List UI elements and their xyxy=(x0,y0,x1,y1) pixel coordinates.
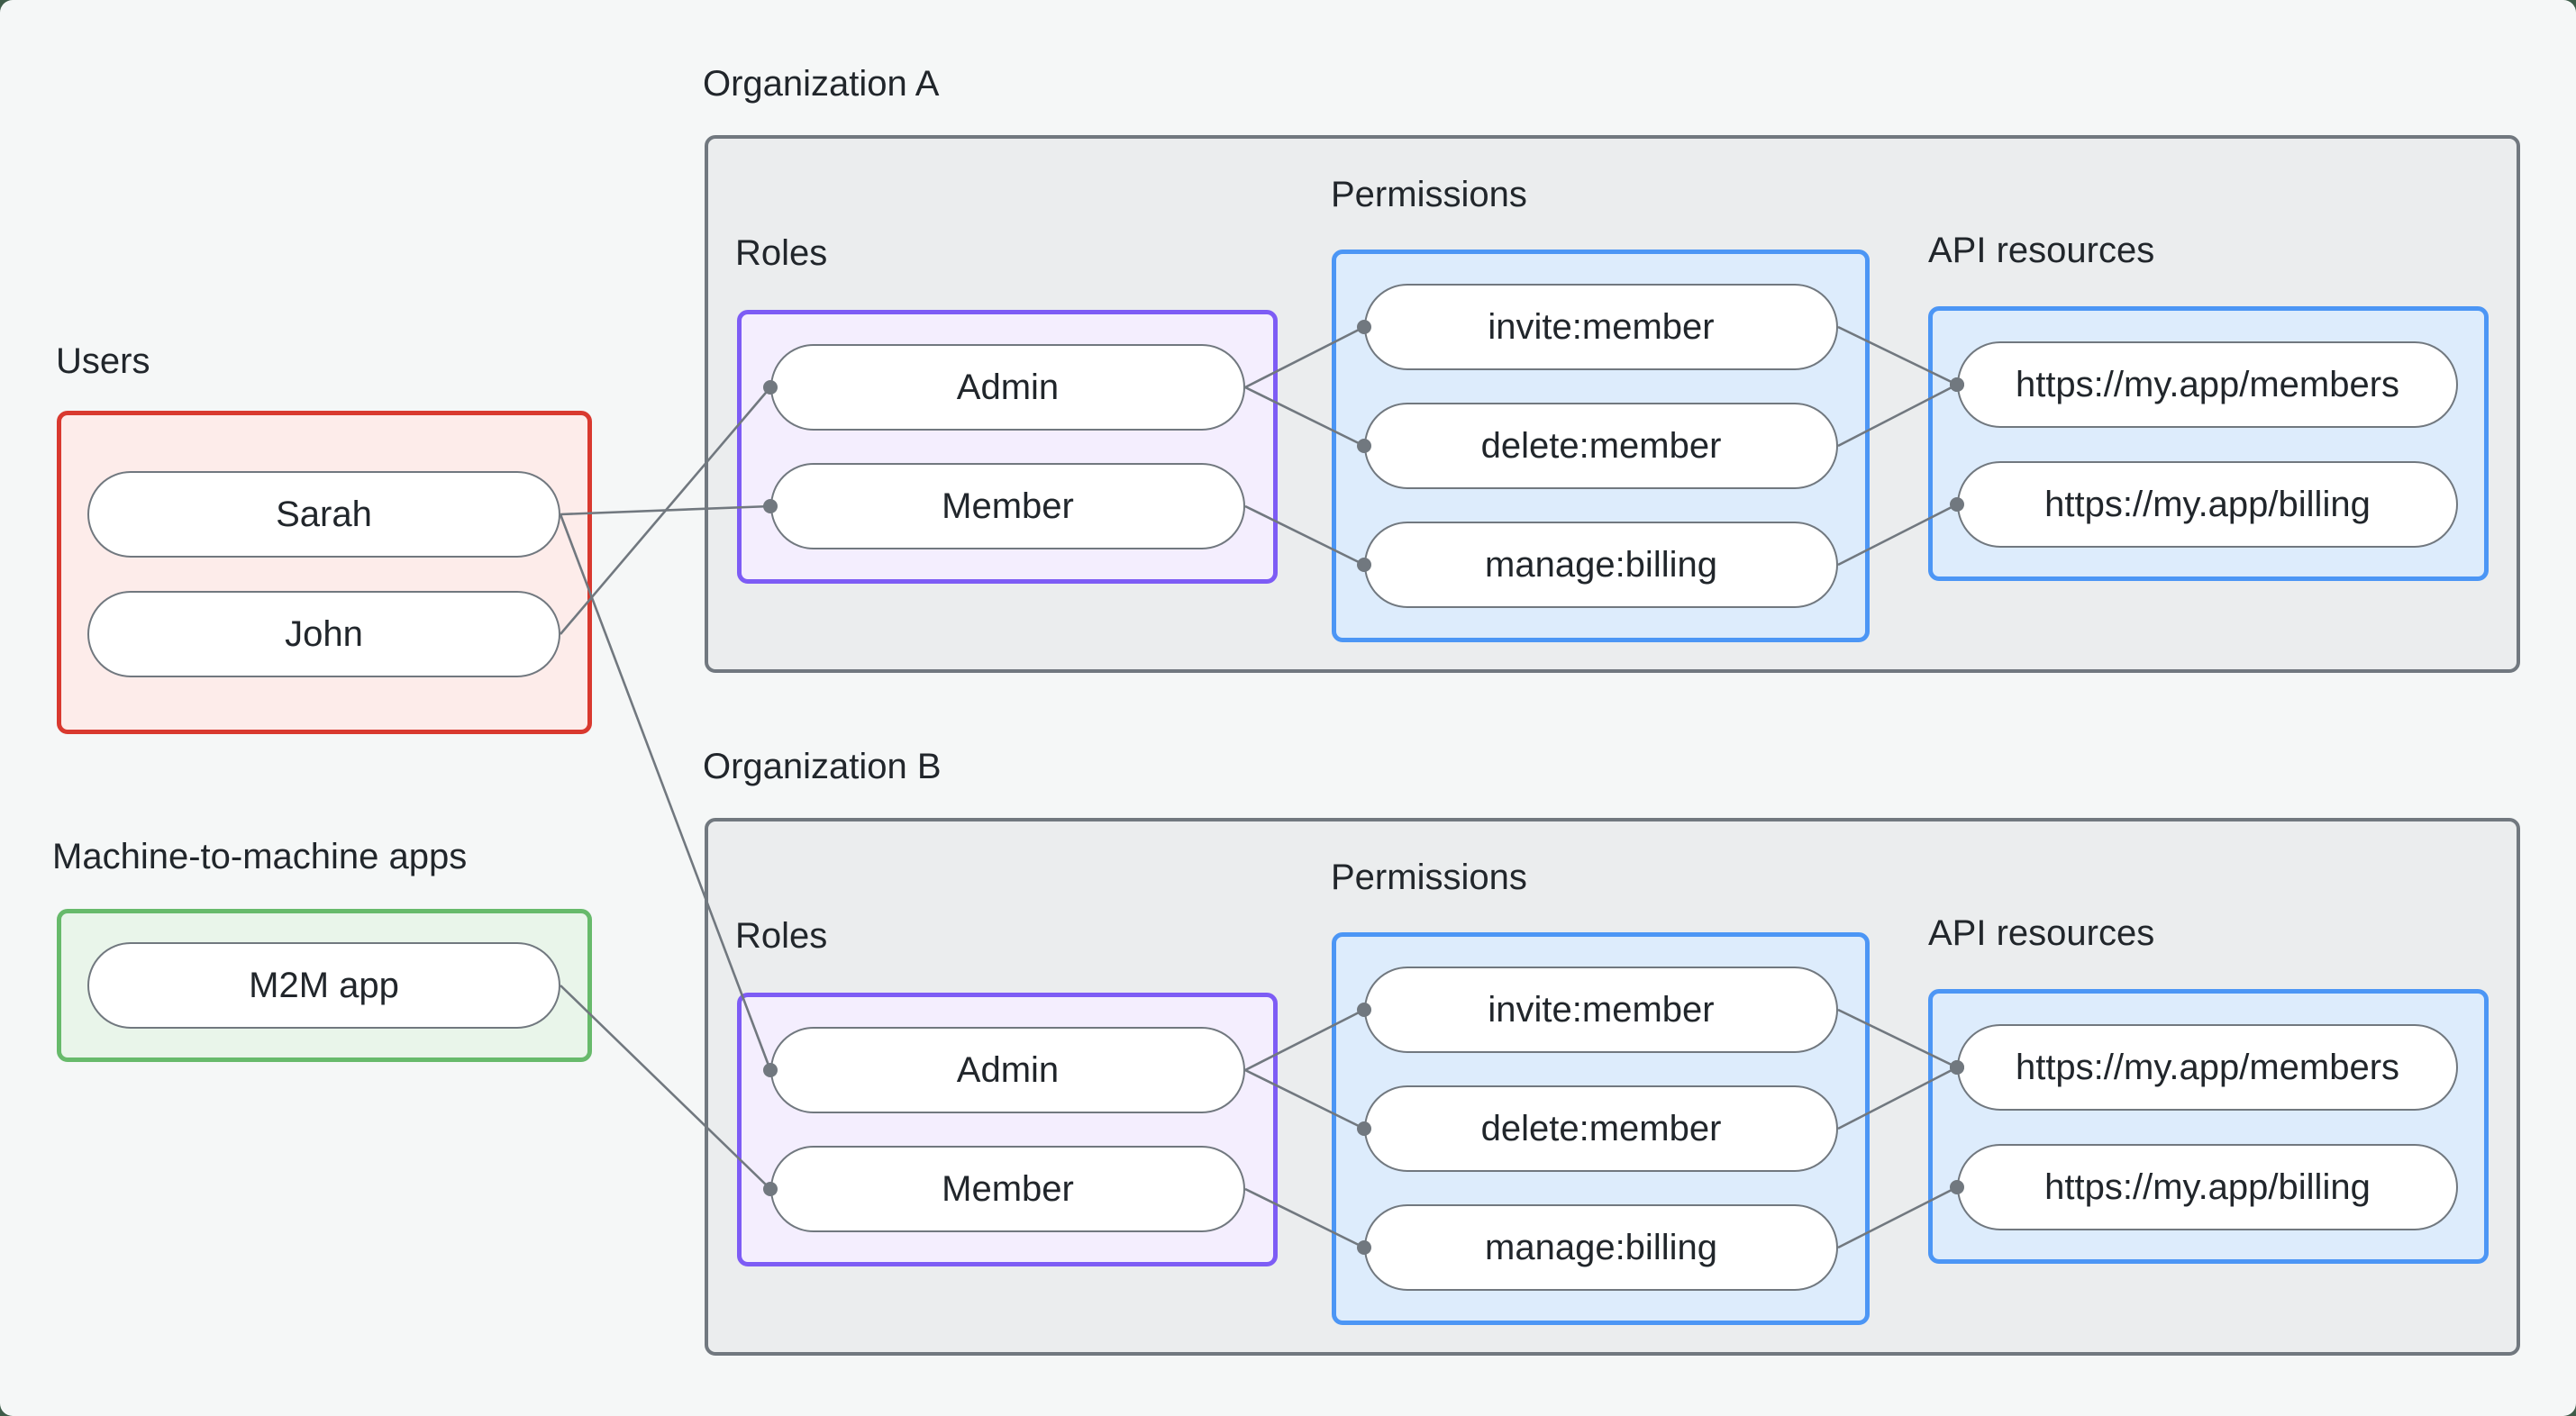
org-b-roles-label: Roles xyxy=(735,916,828,956)
org-b-members-api-label: https://my.app/members xyxy=(2015,1047,2400,1087)
org-b-title: Organization B xyxy=(703,747,942,786)
org-a-manage-permission-node: manage:billing xyxy=(1364,522,1838,608)
org-a-delete-permission-label: delete:member xyxy=(1480,425,1722,466)
m2m-group-label: Machine-to-machine apps xyxy=(52,837,468,876)
org-b-member-node: Member xyxy=(770,1146,1245,1232)
org-b-delete-permission-label: delete:member xyxy=(1480,1108,1722,1148)
org-b-members-api-node: https://my.app/members xyxy=(1957,1024,2458,1111)
org-b-manage-permission-label: manage:billing xyxy=(1485,1227,1717,1267)
org-a-billing-api-node: https://my.app/billing xyxy=(1957,461,2458,548)
org-a-billing-api-label: https://my.app/billing xyxy=(2044,484,2371,524)
user-sarah-node: Sarah xyxy=(87,471,560,558)
user-john-node: John xyxy=(87,591,560,677)
org-b-billing-api-node: https://my.app/billing xyxy=(1957,1144,2458,1230)
org-b-permissions-label: Permissions xyxy=(1331,858,1527,897)
org-a-members-api-label: https://my.app/members xyxy=(2015,364,2400,404)
users-group-label: Users xyxy=(56,341,150,381)
org-b-billing-api-label: https://my.app/billing xyxy=(2044,1166,2371,1207)
org-b-admin-label: Admin xyxy=(956,1049,1060,1090)
org-a-roles-label: Roles xyxy=(735,233,828,273)
user-sarah-label: Sarah xyxy=(276,494,372,534)
org-a-title: Organization A xyxy=(703,64,940,104)
org-b-invite-permission-node: invite:member xyxy=(1364,967,1838,1053)
org-a-admin-label: Admin xyxy=(956,367,1060,407)
org-a-permissions-label: Permissions xyxy=(1331,175,1527,214)
user-john-label: John xyxy=(285,613,363,654)
org-a-member-node: Member xyxy=(770,463,1245,549)
org-b-member-label: Member xyxy=(942,1168,1074,1209)
org-a-invite-permission-node: invite:member xyxy=(1364,284,1838,370)
org-a-manage-permission-label: manage:billing xyxy=(1485,544,1717,585)
org-b-delete-permission-node: delete:member xyxy=(1364,1085,1838,1172)
org-b-invite-permission-label: invite:member xyxy=(1488,989,1715,1030)
org-b-admin-node: Admin xyxy=(770,1027,1245,1113)
org-a-members-api-node: https://my.app/members xyxy=(1957,341,2458,428)
users-group-box xyxy=(57,411,592,734)
org-a-member-label: Member xyxy=(942,486,1074,526)
org-b-api-resources-label: API resources xyxy=(1928,913,2155,953)
org-a-admin-node: Admin xyxy=(770,344,1245,431)
org-b-manage-permission-node: manage:billing xyxy=(1364,1204,1838,1291)
org-a-delete-permission-node: delete:member xyxy=(1364,403,1838,489)
m2m-app-label: M2M app xyxy=(249,965,399,1005)
org-a-api-resources-label: API resources xyxy=(1928,231,2155,270)
m2m-app-node: M2M app xyxy=(87,942,560,1029)
org-a-invite-permission-label: invite:member xyxy=(1488,306,1715,347)
